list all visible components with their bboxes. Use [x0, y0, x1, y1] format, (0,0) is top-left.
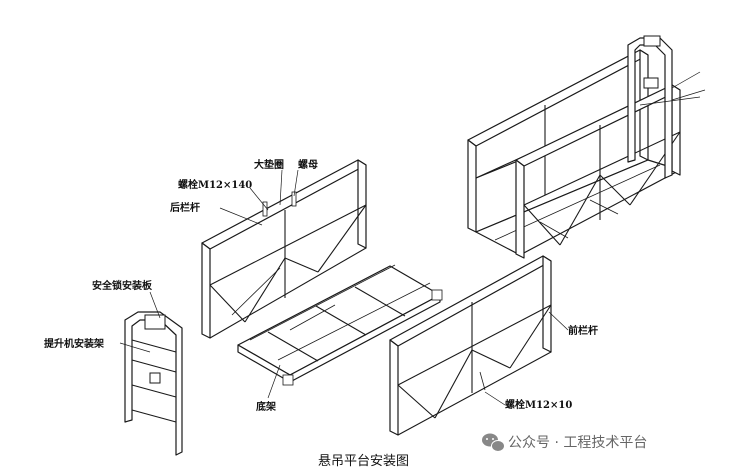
big-washer-label: 大垫圈: [254, 158, 284, 171]
rear-rail-label: 后栏杆: [170, 201, 200, 214]
hoist-mount-label: 提升机安装架: [44, 337, 104, 350]
rear-rail-part: [201, 159, 367, 339]
front-rail-part: [389, 255, 552, 436]
nut-label: 螺母: [298, 158, 318, 171]
diagram-caption: 悬吊平台安装图: [318, 454, 409, 469]
watermark-text: 公众号 · 工程技术平台: [508, 435, 647, 451]
base-frame-part: [237, 264, 443, 386]
bolt-m12x10-label: 螺栓M12×10: [505, 398, 572, 411]
base-frame-label: 底架: [256, 400, 276, 413]
assembled-platform: [467, 35, 706, 259]
hoist-mount-part: [124, 311, 183, 456]
front-rail-label: 前栏杆: [568, 324, 598, 337]
safety-lock-plate-label: 安全锁安装板: [92, 279, 153, 292]
wechat-icon: [482, 433, 505, 452]
watermark: 公众号 · 工程技术平台: [482, 433, 647, 452]
bolt-m12x140-label: 螺栓M12×140: [178, 178, 252, 191]
leader-lines: [119, 169, 569, 406]
